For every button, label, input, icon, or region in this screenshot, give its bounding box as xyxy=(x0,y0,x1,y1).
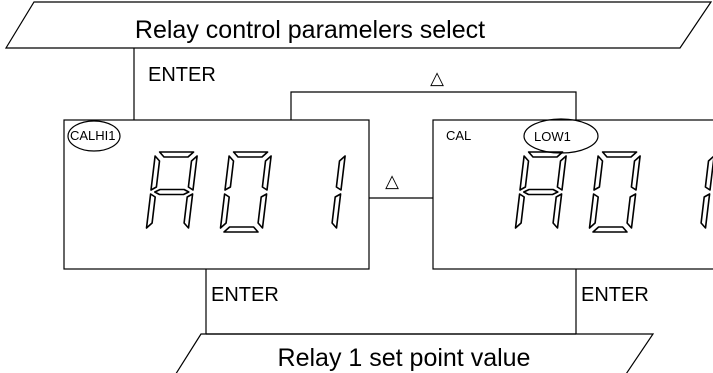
lcd-segment xyxy=(630,155,641,191)
lcd-segment xyxy=(257,193,268,229)
lcd-segment xyxy=(224,155,235,191)
enter-label-bottom-right: ENTER xyxy=(581,284,649,306)
lcd-segment xyxy=(187,155,198,191)
left-display-frame xyxy=(63,119,370,270)
lcd-segment xyxy=(150,155,161,191)
lcd-segment xyxy=(588,193,600,229)
enter-label-top: ENTER xyxy=(148,64,216,86)
right-display-panel: CAL LOW1 xyxy=(432,118,713,270)
left-display-panel: CALHI1 xyxy=(63,119,370,270)
lcd-segment xyxy=(626,193,637,229)
right-display-circled-label: LOW1 xyxy=(534,129,571,144)
right-display-frame xyxy=(432,119,713,270)
left-display-caption: CALHI1 xyxy=(70,128,116,143)
lcd-segment xyxy=(261,155,272,191)
lcd-segment xyxy=(331,193,342,229)
left-display-lcd xyxy=(145,151,346,233)
lcd-segment xyxy=(232,151,269,158)
lcd-segment xyxy=(527,151,564,158)
lcd-segment xyxy=(522,188,559,196)
lcd-segment xyxy=(601,151,638,158)
lcd-segment xyxy=(552,193,563,229)
lcd-segment xyxy=(593,155,604,191)
triangle-mark-top: △ xyxy=(430,68,444,88)
lcd-segment xyxy=(514,193,526,229)
top-banner-label: Relay control paramelers select xyxy=(135,16,485,44)
right-display-lcd xyxy=(514,151,713,233)
top-banner-shape xyxy=(4,1,713,49)
lcd-segment xyxy=(223,226,259,233)
connector-upper-loop xyxy=(290,91,577,120)
right-display-caption: CAL xyxy=(446,128,471,143)
lcd-segment xyxy=(556,155,567,191)
lcd-segment xyxy=(519,155,530,191)
lcd-segment xyxy=(704,155,713,191)
left-display-highlight-circle xyxy=(67,120,121,152)
triangle-mark-middle: △ xyxy=(385,171,399,191)
bottom-banner-shape xyxy=(175,333,655,373)
lcd-segment xyxy=(145,193,156,229)
lcd-segment xyxy=(158,151,195,158)
lcd-segment xyxy=(219,193,230,229)
lcd-segment xyxy=(700,193,711,229)
enter-label-bottom-left: ENTER xyxy=(211,284,279,306)
lcd-segment xyxy=(154,188,190,196)
bottom-banner-label: Relay 1 set point value xyxy=(278,344,531,372)
lcd-segment xyxy=(183,193,194,229)
lcd-segment xyxy=(335,155,346,191)
lcd-segment xyxy=(592,226,628,233)
